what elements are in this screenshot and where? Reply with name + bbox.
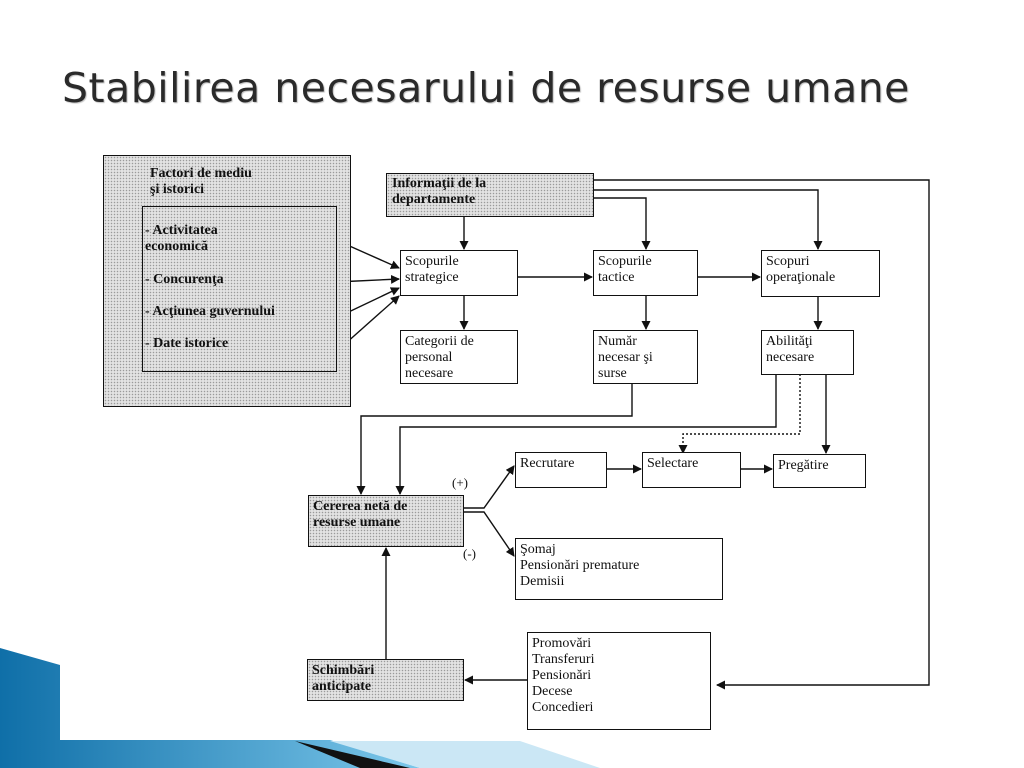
tactical-goals-box: Scopurile tactice bbox=[593, 250, 698, 296]
required-number-box: Număr necesar şi surse bbox=[593, 330, 698, 384]
operational-goals-box: Scopuri operaţionale bbox=[761, 250, 880, 297]
net-demand-box: Cererea netă de resurse umane bbox=[308, 495, 464, 547]
corner-accent-dark bbox=[295, 741, 410, 768]
required-skills-box: Abilităţi necesare bbox=[761, 330, 854, 375]
number-line-2: necesar şi bbox=[598, 350, 653, 365]
operational-line-1: Scopuri bbox=[766, 254, 810, 269]
changes-line-2: Transferuri bbox=[532, 652, 595, 667]
info-departments-box: Informaţii de la departamente bbox=[386, 173, 594, 217]
strategic-line-1: Scopurile bbox=[405, 254, 459, 269]
training-box: Pregătire bbox=[773, 454, 866, 488]
operational-line-2: operaţionale bbox=[766, 270, 836, 285]
anticipated-line-2: anticipate bbox=[312, 679, 372, 694]
workforce-changes-box: Promovări Transferuri Pensionări Decese … bbox=[527, 632, 711, 730]
tactical-line-2: tactice bbox=[598, 270, 635, 285]
training-label: Pregătire bbox=[778, 458, 829, 473]
factors-heading-line-1: Factori de mediu bbox=[150, 166, 252, 181]
factors-inner-box: - Activitatea economică - Concurenţa - A… bbox=[142, 206, 337, 372]
factor-item-economic-cont: economică bbox=[145, 239, 208, 254]
recruitment-box: Recrutare bbox=[515, 452, 607, 488]
corner-wave-shape bbox=[0, 648, 420, 768]
skills-line-1: Abilităţi bbox=[766, 334, 813, 349]
strategic-line-2: strategice bbox=[405, 270, 459, 285]
changes-line-1: Promovări bbox=[532, 636, 592, 651]
categories-line-3: necesare bbox=[405, 366, 454, 381]
number-line-1: Număr bbox=[598, 334, 637, 349]
slide-title: Stabilirea necesarului de resurse umane bbox=[62, 64, 910, 112]
changes-line-5: Concedieri bbox=[532, 700, 594, 715]
tactical-line-1: Scopurile bbox=[598, 254, 652, 269]
recruitment-label: Recrutare bbox=[520, 456, 575, 471]
info-line-2: departamente bbox=[392, 192, 476, 207]
changes-line-3: Pensionări bbox=[532, 668, 592, 683]
factors-heading-line-2: şi istorici bbox=[150, 182, 205, 197]
net-demand-line-2: resurse umane bbox=[313, 515, 401, 530]
net-demand-line-1: Cererea netă de bbox=[313, 499, 408, 514]
factor-item-government: - Acţiunea guvernului bbox=[145, 304, 275, 319]
outflow-line-1: Şomaj bbox=[520, 542, 556, 557]
strategic-goals-box: Scopurile strategice bbox=[400, 250, 518, 296]
personnel-categories-box: Categorii de personal necesare bbox=[400, 330, 518, 384]
changes-line-4: Decese bbox=[532, 684, 573, 699]
corner-accent-light bbox=[330, 741, 600, 768]
outflow-line-3: Demisii bbox=[520, 574, 565, 589]
anticipated-changes-box: Schimbări anticipate bbox=[307, 659, 464, 701]
outflow-line-2: Pensionări premature bbox=[520, 558, 640, 573]
anticipated-line-1: Schimbări bbox=[312, 663, 375, 678]
selection-label: Selectare bbox=[647, 456, 699, 471]
minus-label: (-) bbox=[463, 546, 476, 561]
categories-line-1: Categorii de bbox=[405, 334, 474, 349]
info-line-1: Informaţii de la bbox=[392, 176, 487, 191]
skills-line-2: necesare bbox=[766, 350, 815, 365]
categories-line-2: personal bbox=[405, 350, 453, 365]
factor-item-economic: - Activitatea bbox=[145, 223, 218, 238]
factor-item-historical: - Date istorice bbox=[145, 336, 229, 351]
number-line-3: surse bbox=[598, 366, 627, 381]
factor-item-competition: - Concurenţa bbox=[145, 272, 224, 287]
plus-label: (+) bbox=[452, 475, 468, 490]
selection-box: Selectare bbox=[642, 452, 741, 488]
outflow-box: Şomaj Pensionări premature Demisii bbox=[515, 538, 723, 600]
